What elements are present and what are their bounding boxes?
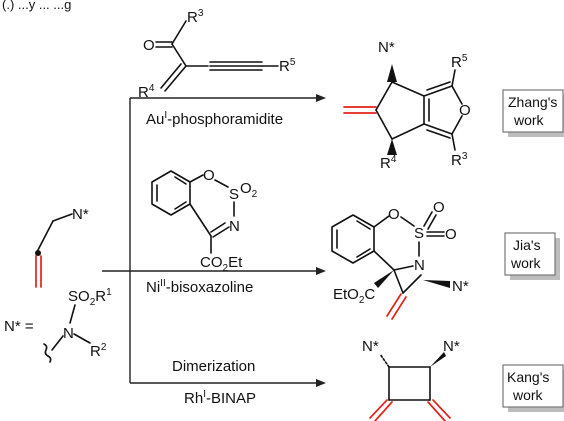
svg-text:N*: N* — [443, 338, 460, 355]
allenamide-structure: N* — [35, 206, 89, 288]
svg-text:Zhang's: Zhang's — [508, 94, 557, 110]
svg-text:O: O — [445, 226, 457, 243]
svg-text:N: N — [414, 257, 425, 274]
svg-text:R4: R4 — [380, 154, 397, 172]
header-fragment: (.) ...y ... ...g — [2, 0, 71, 12]
svg-text:N*: N* — [362, 338, 379, 355]
svg-text:work: work — [510, 255, 542, 271]
allenamide-n-star: N* — [72, 206, 89, 223]
citation-kang: Kang's work — [502, 364, 564, 412]
svg-text:R4: R4 — [138, 83, 155, 101]
svg-text:N: N — [63, 325, 74, 342]
catalyst-au: AuI-phosphoramidite — [146, 110, 283, 128]
svg-text:O: O — [143, 37, 155, 54]
reaction-arrows — [102, 94, 326, 387]
citation-jia: Jia's work — [504, 232, 560, 280]
svg-text:S: S — [414, 225, 424, 242]
catalyst-ni: NiII-bisoxazoline — [146, 278, 253, 296]
svg-text:O: O — [388, 206, 400, 223]
svg-text:SO2R1: SO2R1 — [68, 287, 112, 308]
svg-text:Kang's: Kang's — [507, 369, 549, 385]
svg-text:work: work — [513, 112, 545, 128]
svg-text:R2: R2 — [90, 342, 107, 360]
svg-text:work: work — [512, 387, 544, 403]
svg-text:CO2Et: CO2Et — [200, 254, 243, 274]
svg-text:N* =: N* = — [4, 318, 34, 335]
product-jia: O S O O N N* EtO2C — [331, 199, 469, 320]
svg-text:R5: R5 — [451, 53, 468, 71]
svg-text:R3: R3 — [187, 8, 204, 26]
svg-text:Jia's: Jia's — [513, 237, 541, 253]
svg-text:S: S — [229, 186, 239, 203]
svg-text:N*: N* — [452, 278, 469, 295]
svg-text:O2: O2 — [240, 180, 258, 200]
product-zhang: N* R4 O R5 R3 — [343, 39, 471, 172]
svg-text:O: O — [203, 167, 215, 184]
svg-text:R3: R3 — [451, 151, 468, 169]
svg-text:N*: N* — [378, 39, 395, 56]
citation-zhang: Zhang's work — [502, 89, 564, 137]
catalyst-rh: RhI-BINAP — [184, 389, 256, 407]
conditions-dimerization: Dimerization — [172, 358, 255, 375]
svg-text:N: N — [229, 218, 240, 235]
product-kang: N* N* — [362, 338, 460, 421]
svg-text:EtO2C: EtO2C — [333, 286, 375, 306]
imine-reagent: O S O2 N CO2Et — [151, 167, 258, 274]
n-star-definition: N* = SO2R1 N R2 — [4, 287, 112, 363]
svg-text:O: O — [433, 199, 445, 216]
svg-text:R5: R5 — [279, 57, 296, 75]
svg-text:O: O — [459, 102, 471, 119]
enynone-reagent: O R3 R5 R4 — [138, 8, 296, 101]
